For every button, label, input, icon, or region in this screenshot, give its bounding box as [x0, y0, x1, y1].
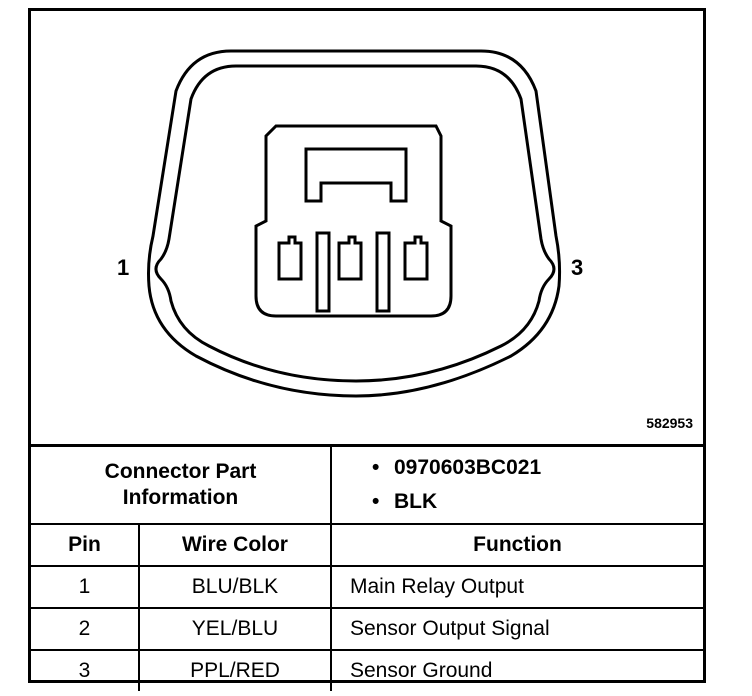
part-color: BLK	[394, 490, 438, 513]
part-info-row: Connector Part Information •0970603BC021…	[31, 444, 703, 525]
table-row: 3 PPL/RED Sensor Ground	[31, 649, 703, 691]
locking-tab	[304, 147, 408, 203]
pin-label-right: 3	[571, 255, 584, 280]
part-color-item: •BLK	[372, 490, 438, 513]
part-info-values: •0970603BC021 •BLK	[330, 444, 703, 525]
table-row: 2 YEL/BLU Sensor Output Signal	[31, 607, 703, 651]
pin-label-left: 1	[117, 255, 130, 280]
slot-right	[375, 231, 391, 313]
table-row: 1 BLU/BLK Main Relay Output	[31, 565, 703, 609]
part-info-label: Connector Part Information	[31, 444, 332, 525]
header-function: Function	[330, 523, 703, 567]
slot-left	[315, 231, 331, 313]
row-pin: 1	[31, 565, 140, 609]
terminal-cavity-3	[403, 235, 429, 281]
terminal-housing	[254, 124, 453, 318]
connector-inner-shell	[154, 64, 556, 383]
connector-outer-shell	[147, 49, 562, 398]
row-function: Main Relay Output	[330, 565, 703, 609]
row-wire-color: YEL/BLU	[138, 607, 332, 651]
row-wire-color: PPL/RED	[138, 649, 332, 691]
connector-diagram-frame: 1 3 582953 Connector Part Information •0…	[28, 8, 706, 691]
header-pin: Pin	[31, 523, 140, 567]
part-info-label-line1: Connector Part	[104, 460, 257, 483]
header-wire-color: Wire Color	[138, 523, 332, 567]
figure-id: 582953	[646, 415, 693, 431]
row-function: Sensor Ground	[330, 649, 703, 691]
part-number-item: •0970603BC021	[372, 456, 542, 479]
header-row: Pin Wire Color Function	[31, 523, 703, 567]
row-pin: 2	[31, 607, 140, 651]
row-wire-color: BLU/BLK	[138, 565, 332, 609]
row-function: Sensor Output Signal	[330, 607, 703, 651]
row-pin: 3	[31, 649, 140, 691]
part-number: 0970603BC021	[394, 456, 542, 479]
connector-info-table: Connector Part Information •0970603BC021…	[31, 444, 703, 691]
part-info-label-line2: Information	[122, 486, 239, 509]
terminal-cavity-1	[277, 235, 303, 281]
connector-face-drawing	[147, 49, 562, 398]
terminal-cavity-2	[337, 235, 363, 281]
